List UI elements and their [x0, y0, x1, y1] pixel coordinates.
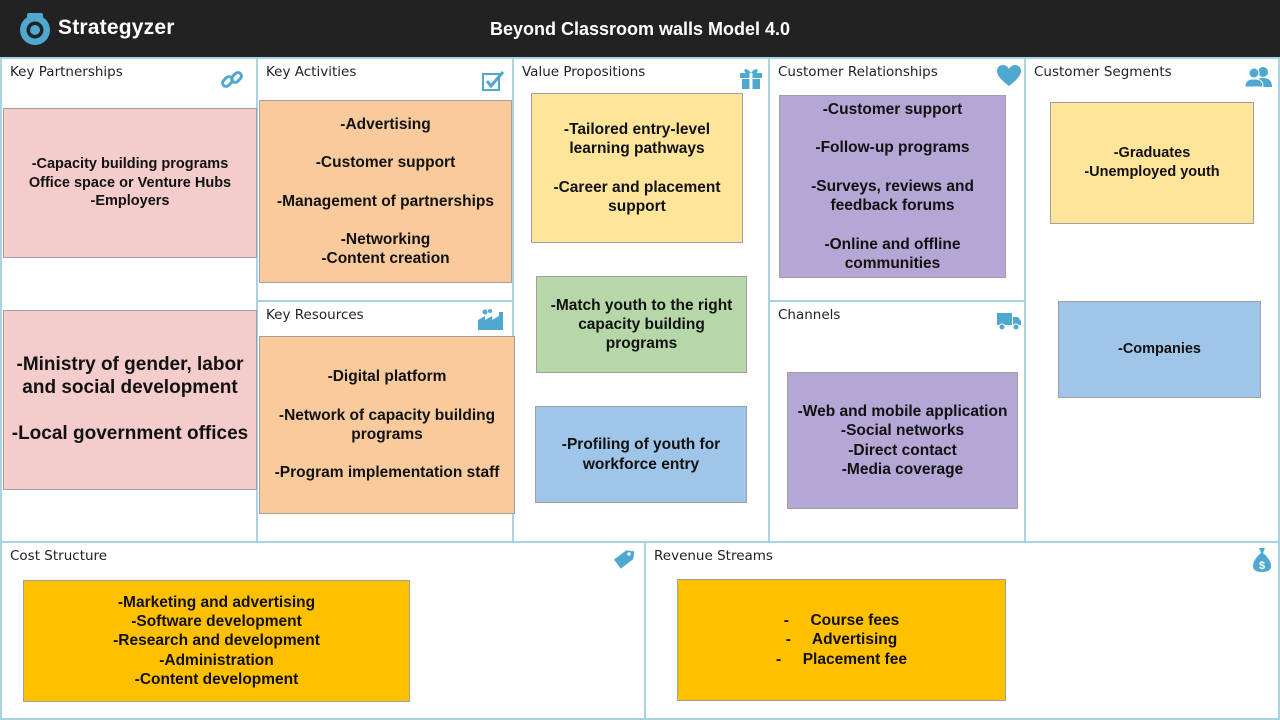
note-key-activities[interactable]: -Advertising -Customer support -Manageme…	[259, 100, 512, 283]
svg-text:$: $	[1259, 560, 1265, 572]
truck-icon	[997, 313, 1021, 331]
note-value-pathways[interactable]: -Tailored entry-level learning pathways …	[531, 93, 743, 243]
brand-name: Strategyzer	[58, 16, 175, 39]
note-channels[interactable]: -Web and mobile application -Social netw…	[787, 372, 1018, 509]
note-key-partners-programs[interactable]: -Capacity building programs Office space…	[3, 108, 257, 258]
factory-icon	[478, 309, 503, 330]
note-cost-structure[interactable]: -Marketing and advertising -Software dev…	[23, 580, 410, 702]
strategyzer-logo-icon	[20, 13, 50, 45]
value-propositions-label: Value Propositions	[522, 64, 646, 80]
link-icon	[221, 71, 243, 88]
key-activities-label: Key Activities	[266, 64, 357, 80]
note-key-resources[interactable]: -Digital platform -Network of capacity b…	[259, 336, 515, 514]
money-bag-icon: $	[1253, 548, 1271, 572]
top-bar: Strategyzer Beyond Classroom walls Model…	[0, 0, 1280, 57]
note-value-profiling[interactable]: -Profiling of youth for workforce entry	[535, 406, 747, 503]
note-key-partners-government[interactable]: -Ministry of gender, labor and social de…	[3, 310, 257, 490]
customer-segments-label: Customer Segments	[1034, 64, 1172, 80]
cost-structure-label: Cost Structure	[10, 548, 108, 564]
checkbox-icon	[482, 71, 505, 91]
key-partnerships-label: Key Partnerships	[10, 64, 123, 80]
key-resources-label: Key Resources	[266, 307, 364, 323]
note-segment-youth[interactable]: -Graduates -Unemployed youth	[1050, 102, 1254, 224]
channels-label: Channels	[778, 307, 841, 323]
note-value-matching[interactable]: -Match youth to the right capacity build…	[536, 276, 747, 373]
tag-icon	[613, 550, 635, 569]
revenue-streams-label: Revenue Streams	[654, 548, 773, 564]
customer-relationships-label: Customer Relationships	[778, 64, 938, 80]
heart-icon	[997, 65, 1021, 86]
users-icon	[1244, 67, 1272, 88]
canvas-title: Beyond Classroom walls Model 4.0	[489, 19, 791, 39]
note-customer-relationships[interactable]: -Customer support -Follow-up programs -S…	[779, 95, 1006, 278]
note-segment-companies[interactable]: -Companies	[1058, 301, 1261, 398]
gift-icon	[740, 69, 762, 89]
note-revenue-streams[interactable]: - Course fees - Advertising - Placement …	[677, 579, 1006, 701]
